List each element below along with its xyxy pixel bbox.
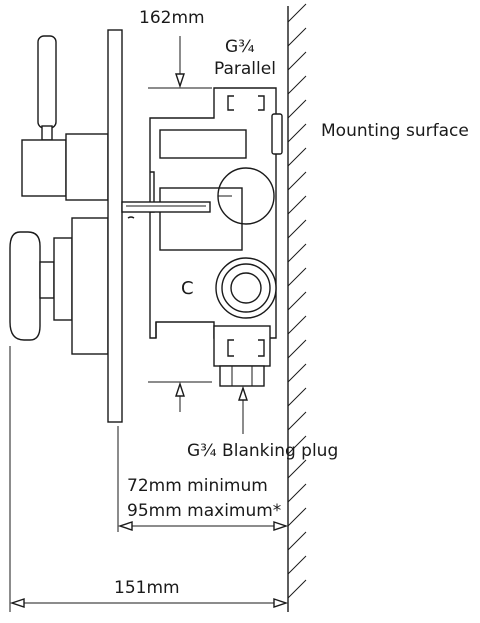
wall-hatch-line (287, 99, 307, 119)
thread-type-label: Parallel (214, 59, 276, 79)
wall-hatch-line (287, 3, 307, 23)
wall-hatch-line (287, 315, 307, 335)
wall-hatch-line (287, 339, 307, 359)
wall-hatch-line (287, 27, 307, 47)
knob-handle (9, 217, 109, 355)
wall-hatch-line (287, 459, 307, 479)
wall-hatch-line (287, 267, 307, 287)
wall-hatch-line (287, 411, 307, 431)
wall-hatch-line (287, 483, 307, 503)
wall-hatch-line (287, 171, 307, 191)
mounting-surface-label: Mounting surface (321, 121, 469, 141)
wall-hatch-line (287, 363, 307, 383)
wall-hatch-line (287, 147, 307, 167)
wall-hatch-line (287, 531, 307, 551)
wall-hatch-line (287, 555, 307, 575)
valve-body (121, 87, 283, 387)
cover-plate (107, 29, 123, 423)
dim-72-95 (117, 426, 289, 532)
wall-hatch-line (287, 291, 307, 311)
wall-hatch-line (287, 51, 307, 71)
wall-hatch-line (287, 75, 307, 95)
wall-hatch-line (287, 123, 307, 143)
wall-hatch-line (287, 507, 307, 527)
dim-162-markers (148, 36, 248, 434)
dim-151 (9, 346, 289, 612)
blanking-plug-label: G¾ Blanking plug (187, 441, 338, 461)
wall-hatch-line (287, 387, 307, 407)
dim-total-label: 151mm (114, 578, 180, 598)
lever-handle (37, 35, 57, 141)
lever-hub (21, 133, 109, 201)
wall-hatch-line (287, 195, 307, 215)
dim-min-label: 72mm minimum (127, 476, 268, 496)
wall-hatch-line (287, 219, 307, 239)
mounting-wall (287, 3, 307, 612)
wall-hatch-line (287, 435, 307, 455)
thread-size-label: G¾ (225, 37, 255, 57)
body-mark-label: C (181, 278, 194, 299)
dim-max-label: 95mm maximum* (127, 501, 281, 521)
wall-hatch-line (287, 579, 307, 599)
wall-hatch-line (287, 243, 307, 263)
dim-top-label: 162mm (139, 8, 205, 28)
